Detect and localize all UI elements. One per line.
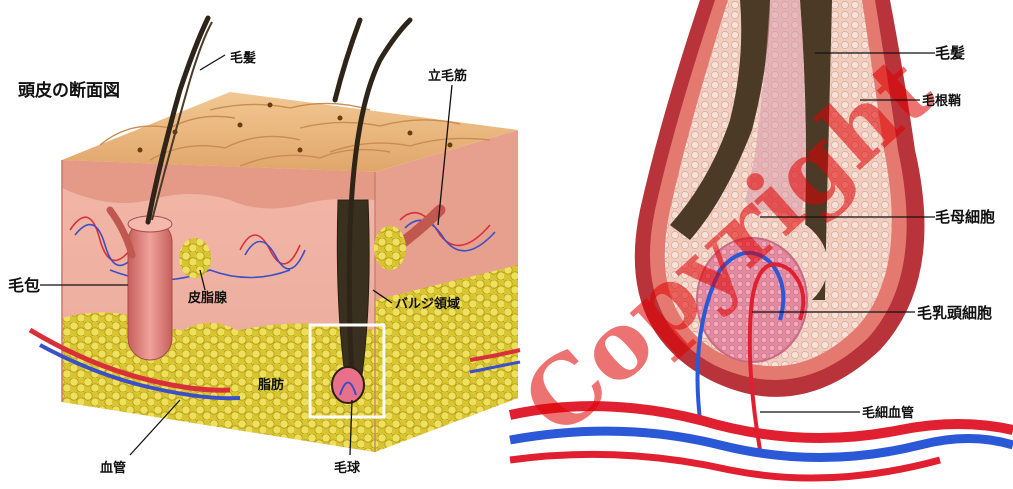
label-hair-right: 毛髪 [935, 44, 965, 62]
diagram-title: 頭皮の断面図 [18, 80, 120, 101]
label-sebaceous-gland: 皮脂腺 [187, 290, 228, 306]
label-root-sheath: 毛根鞘 [922, 93, 961, 109]
label-hair-bulb: 毛球 [334, 460, 361, 476]
label-fat: 脂肪 [257, 377, 284, 393]
label-papilla-cells: 毛乳頭細胞 [917, 304, 992, 322]
label-capillaries: 毛細血管 [862, 405, 914, 421]
label-blood-vessel: 血管 [100, 460, 126, 476]
label-follicle: 毛包 [8, 276, 40, 295]
label-hair-left: 毛髪 [230, 50, 256, 66]
label-bulge-region: バルジ領域 [395, 296, 460, 312]
label-arrector-pili: 立毛筋 [428, 68, 467, 84]
label-matrix-cells: 毛母細胞 [935, 208, 995, 226]
